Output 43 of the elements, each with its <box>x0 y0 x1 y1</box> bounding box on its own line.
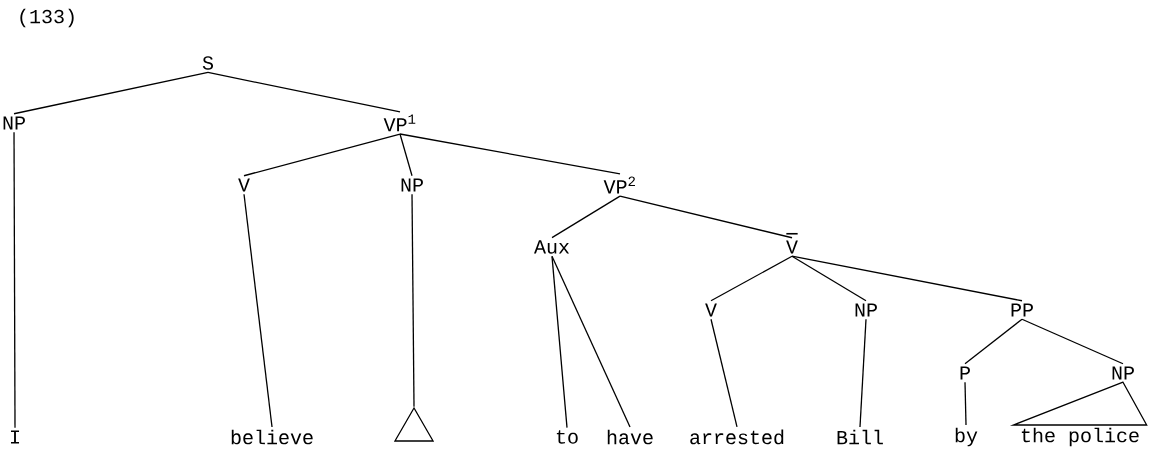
branch-line <box>964 318 1023 365</box>
branch-line <box>859 318 867 428</box>
branch-line <box>13 131 16 429</box>
word: believe <box>231 429 313 445</box>
branch-line <box>791 255 867 302</box>
example-number: (133) <box>20 8 74 28</box>
roof-triangle <box>1009 381 1148 426</box>
word: to <box>556 430 578 444</box>
category-label: S <box>202 56 213 70</box>
branch-line <box>551 255 568 429</box>
branch-line <box>207 71 401 113</box>
branch-line <box>551 255 631 428</box>
branch-line <box>710 255 793 302</box>
branch-line <box>1021 318 1124 365</box>
word: have <box>607 429 653 445</box>
branch-line <box>710 318 738 428</box>
word: arrested <box>690 429 784 445</box>
branch-line <box>551 195 621 239</box>
branch-line <box>243 193 273 428</box>
branch-line <box>964 381 967 426</box>
branch-line <box>791 255 1023 302</box>
word: I <box>11 430 19 444</box>
category-label: VP$^{1}$ <box>383 114 416 132</box>
category-label: NP <box>1112 366 1134 380</box>
branch-line <box>399 133 413 177</box>
category-label: NP <box>401 178 423 192</box>
branch-line <box>13 71 209 115</box>
category-label: NP <box>855 303 877 317</box>
category-label: NP <box>3 116 25 130</box>
category-label: PP <box>1011 303 1033 317</box>
category-label: VP$^{2}$ <box>603 176 635 194</box>
branch-line <box>619 195 793 239</box>
word: the police <box>1021 427 1139 447</box>
category-label: V <box>705 303 717 317</box>
branch-line <box>411 193 415 408</box>
word: Bill <box>837 429 883 445</box>
word: by <box>955 427 978 447</box>
branch-line <box>243 133 401 177</box>
category-label: P <box>960 366 970 380</box>
category-label: V <box>238 178 250 192</box>
category-label: Aux <box>534 240 570 254</box>
branch-line <box>399 133 621 175</box>
category-label: V <box>785 232 799 254</box>
